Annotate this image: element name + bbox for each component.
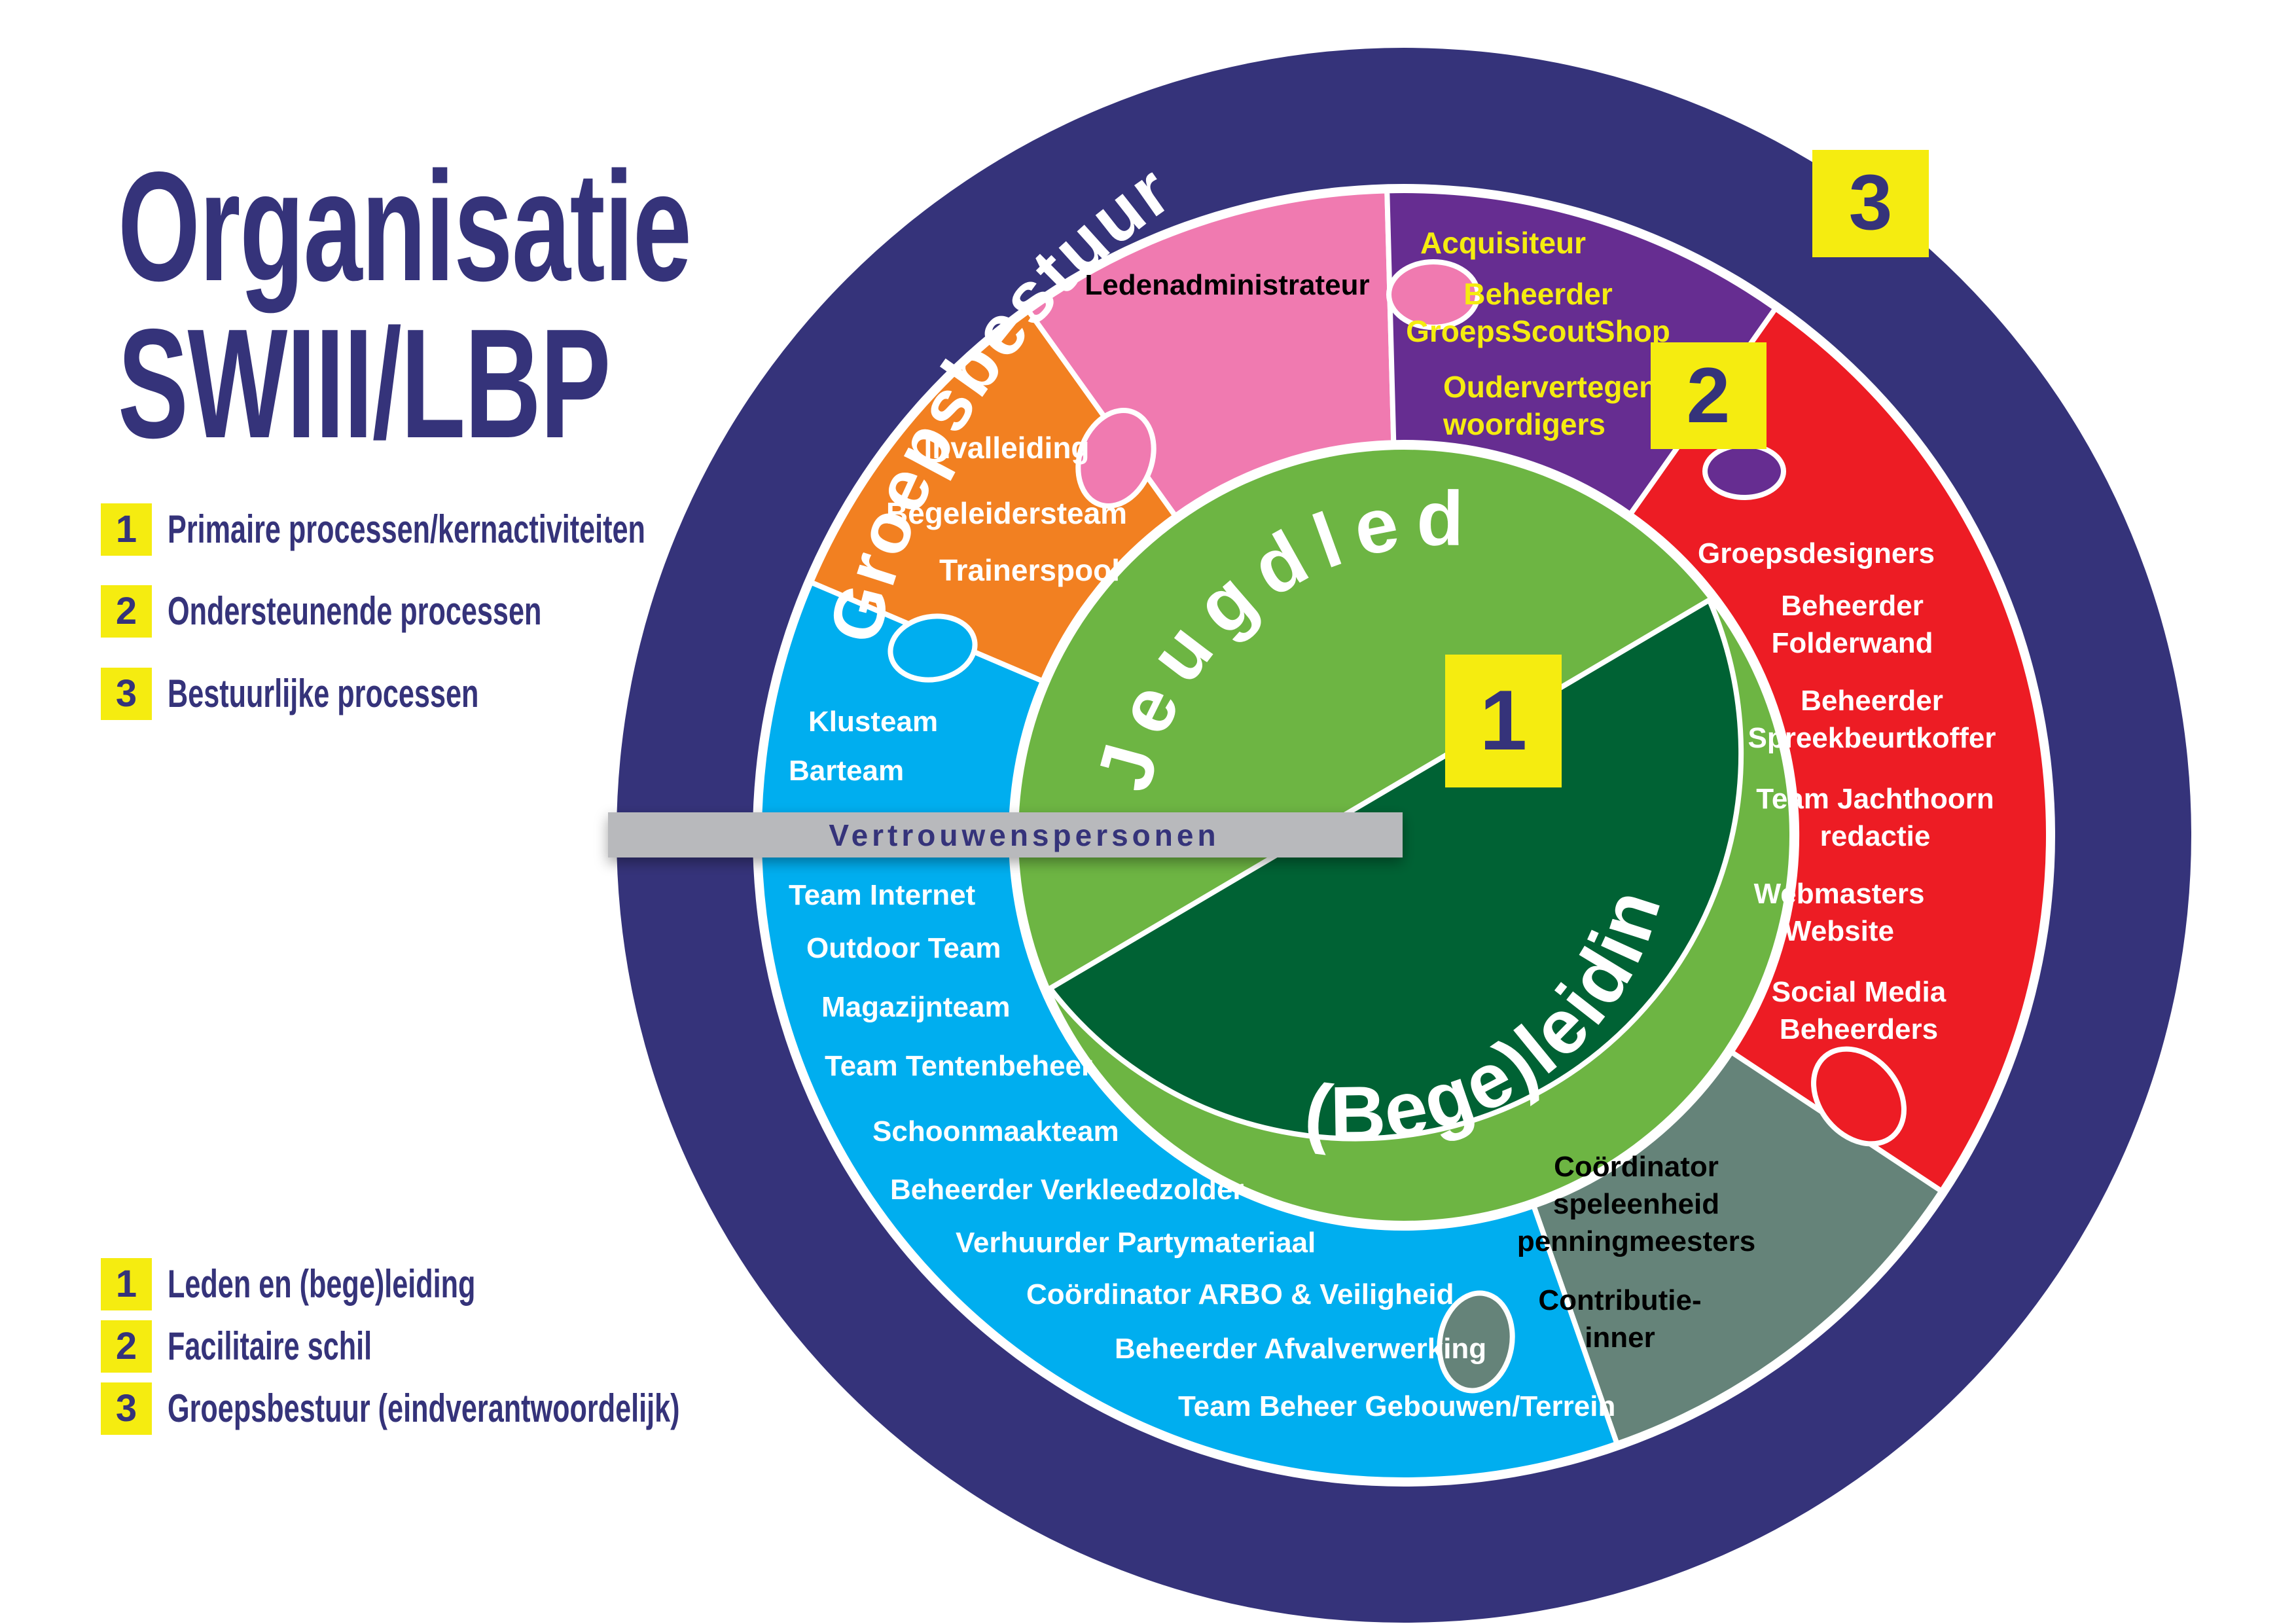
legend-label: Primaire processen/kernactiviteiten [168,507,645,551]
segment-item: Beheerder Verkleedzolder [890,1174,1244,1206]
badge-box [1445,655,1562,787]
legend-badge: 1 [101,1258,152,1310]
legend-badge: 3 [101,1382,152,1435]
page-title-line-1: Organisatie [118,140,692,314]
segment-item: Coördinator [1554,1151,1719,1183]
segment-item: Oudervertegen- [1443,370,1668,404]
badge-number: 2 [1687,352,1731,439]
segment-item: GroepsScoutShop [1406,314,1670,348]
segment-item: penningmeesters [1517,1225,1755,1257]
puzzle-knob-gray [1437,1290,1515,1394]
legend-label: Bestuurlijke processen [168,672,479,715]
legend-label: Facilitaire schil [168,1324,372,1368]
puzzle-knob-red [1811,1046,1907,1147]
banner-bar [608,812,1403,857]
segment-item: Barteam [789,755,904,787]
segment-item: Klusteam [808,706,938,738]
segment-item: Beheerder [1801,685,1943,717]
segment-item: Team Internet [789,879,976,911]
segment-item: Acquisiteur [1420,226,1586,260]
puzzle-knob-pink [1386,259,1480,330]
segment-item: Verhuurder Partymateriaal [956,1227,1316,1259]
segment-item: Trainerspool [939,553,1120,587]
segment-item: Team Tentenbeheer [825,1050,1092,1082]
segment-item: Beheerder Afvalverwerking [1115,1333,1486,1365]
core-begeleiding-half [1046,596,1744,1142]
segment-item: speleenheid [1553,1188,1719,1220]
segment-item: Contributie- [1538,1284,1701,1316]
segment-item: Invalleiding [924,431,1089,465]
legend-label: Leden en (bege)leiding [168,1262,476,1306]
vertrouwenspersonen-banner: Vertrouwenspersonen [608,812,1403,857]
segment-item: Team Jachthoorn [1756,783,1994,815]
banner-label: Vertrouwenspersonen [829,818,1219,852]
segment-item: Beheerder [1463,277,1613,311]
segment-item: Beheerders [1780,1013,1938,1045]
badge-number: 3 [1849,158,1893,246]
segment-item: Ledenadministrateur [1085,269,1369,301]
legend-badge: 2 [101,585,152,638]
badge-3: 3 [1812,150,1929,257]
badge-box [1651,342,1767,449]
segment-item: Spreekbeurtkoffer [1748,722,1996,754]
segment-item: Magazijnteam [821,991,1011,1023]
legend-badge: 1 [101,503,152,556]
segment-item: Social Media [1772,976,1946,1008]
badge-box [1812,150,1929,257]
badge-number: 1 [1480,672,1527,768]
legend-badge: 3 [101,668,152,720]
legend-badge: 2 [101,1320,152,1373]
core-circle [1011,442,1797,1228]
segment-labels: Invalleiding Begeleidersteam Trainerspoo… [789,226,1996,1422]
segment-item: redactie [1820,820,1931,852]
segment-item: Webmasters [1754,878,1925,910]
segment-item: Website [1784,915,1894,947]
puzzle-knob-purple [1702,442,1786,500]
segment-item: Groepsdesigners [1698,537,1935,569]
segment-item: woordigers [1443,407,1605,441]
legend-label: Groepsbestuur (eindverantwoordelijk) [168,1386,680,1430]
badge-2: 2 [1651,342,1767,449]
puzzle-knob-blue [888,613,978,683]
segment-item: Outdoor Team [806,932,1001,964]
segment-item: Team Beheer Gebouwen/Terrein [1178,1390,1615,1422]
badge-1: 1 [1445,655,1562,787]
puzzle-knob-pink-orange [1075,408,1157,509]
segment-item: Coördinator ARBO & Veiligheid [1026,1278,1454,1310]
page-title-line-2: SWIII/LBP [118,297,611,471]
legend-label: Ondersteunende processen [168,589,542,633]
segment-item: Schoonmaakteam [872,1115,1119,1147]
segment-item: Beheerder [1781,590,1924,622]
segment-item: Begeleidersteam [886,496,1127,530]
segment-item: inner [1585,1322,1655,1354]
segment-item: Folderwand [1772,627,1933,659]
